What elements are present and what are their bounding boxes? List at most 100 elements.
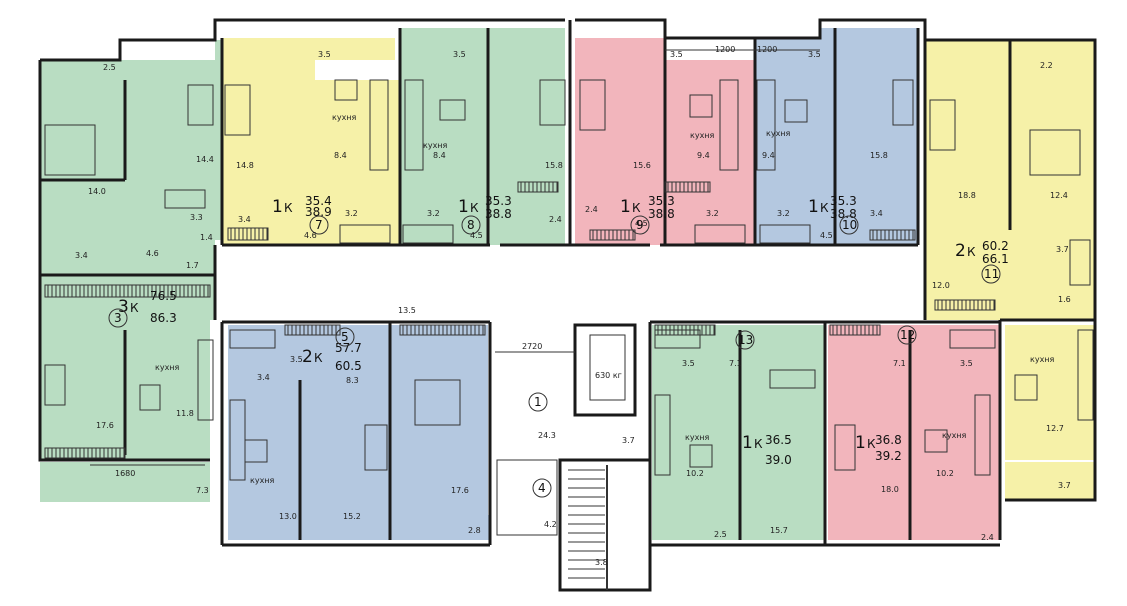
apartment-number-circle bbox=[981, 264, 1001, 284]
apartment-type: 1 bbox=[272, 197, 283, 217]
room-area: 3.2 bbox=[777, 209, 790, 218]
apartment-area-total: 38.8 bbox=[648, 207, 675, 221]
zone-apt-5[interactable] bbox=[228, 325, 488, 540]
dim-1680: 1680 bbox=[115, 469, 135, 478]
room-area: 3.5 bbox=[960, 359, 973, 368]
room-area: 3.5 bbox=[808, 50, 821, 59]
room-area: 3.7 bbox=[1056, 245, 1069, 254]
room-area: 8.4 bbox=[334, 151, 347, 160]
apartment-area-living: 35.3 bbox=[830, 194, 857, 208]
kitchen-label: кухня bbox=[766, 129, 791, 138]
room-area: 15.8 bbox=[870, 151, 888, 160]
apartment-area-living: 60.2 bbox=[982, 239, 1009, 253]
room-area: 2.8 bbox=[468, 526, 481, 535]
zone-apt-8[interactable] bbox=[400, 28, 565, 245]
apartment-area-living: 36.5 bbox=[765, 433, 792, 447]
apartment-area-living: 35.3 bbox=[485, 194, 512, 208]
room-area: 3.5 bbox=[318, 50, 331, 59]
room-area: 11.8 bbox=[176, 409, 194, 418]
room-area: 10.2 bbox=[686, 469, 704, 478]
apartment-area-total: 38.9 bbox=[305, 205, 332, 219]
elevator-car bbox=[589, 334, 626, 401]
apartment-area-total: 66.1 bbox=[982, 252, 1009, 266]
room-area: 3.4 bbox=[870, 209, 883, 218]
room-area: 2.2 bbox=[1040, 61, 1053, 70]
balcony-apt-3-bottom bbox=[40, 462, 210, 502]
room-area: 18.8 bbox=[958, 191, 976, 200]
dimension-lines: 1200 1200 2720 1680 bbox=[90, 45, 820, 478]
room-area: 3.2 bbox=[345, 209, 358, 218]
apartment-number-circle bbox=[309, 215, 329, 235]
apartment-type: 1 bbox=[808, 197, 819, 217]
apartment-number-circle bbox=[897, 325, 917, 345]
kitchen-label: кухня bbox=[332, 113, 357, 122]
kitchen-label: кухня bbox=[250, 476, 275, 485]
kitchen-label: кухня bbox=[942, 431, 967, 440]
apartment-k-label: К bbox=[284, 201, 293, 215]
room-area: 3.5 bbox=[670, 50, 683, 59]
apartment-type: 3 bbox=[118, 297, 129, 317]
room-area: 7.3 bbox=[196, 486, 209, 495]
apartment-k-label: К bbox=[470, 201, 479, 215]
apartment-number: 7 bbox=[315, 218, 323, 232]
kitchen-label: кухня bbox=[1030, 355, 1055, 364]
room-area: 1.7 bbox=[186, 261, 199, 270]
room-area: 15.2 bbox=[343, 512, 361, 521]
dim-1200-b: 1200 bbox=[757, 45, 777, 54]
zone-apt-7[interactable] bbox=[222, 38, 400, 245]
apartment-type: 1 bbox=[620, 197, 631, 217]
apartment-area-total: 39.0 bbox=[765, 453, 792, 467]
room-area: 9.4 bbox=[697, 151, 710, 160]
room-area: 3.7 bbox=[1058, 481, 1071, 490]
room-area: 3.7 bbox=[622, 436, 635, 445]
apartment-number: 3 bbox=[114, 311, 122, 325]
room-area: 14.4 bbox=[196, 155, 214, 164]
zone-apt-3[interactable] bbox=[40, 40, 222, 460]
room-area: 4.6 bbox=[146, 249, 159, 258]
apartment-area-living: 76.5 bbox=[150, 289, 177, 303]
apartment-area-total: 86.3 bbox=[150, 311, 177, 325]
room-area: 13.5 bbox=[398, 306, 416, 315]
zone-apt-12[interactable] bbox=[828, 325, 1000, 540]
apartment-number-circle bbox=[335, 327, 355, 347]
apartment-type: 1 bbox=[458, 197, 469, 217]
room-area: 1.4 bbox=[200, 233, 213, 242]
room-area: 3.4 bbox=[238, 215, 251, 224]
room-area: 17.6 bbox=[451, 486, 469, 495]
stair-number: 4 bbox=[538, 481, 546, 495]
apartment-area-living: 57.7 bbox=[335, 341, 362, 355]
apartment-number: 5 bbox=[341, 330, 349, 344]
room-area: 9.4 bbox=[762, 151, 775, 160]
apartment-area-total: 39.2 bbox=[875, 449, 902, 463]
room-area-labels: 2.514.414.03.31.44.61.73.417.611.87.33.5… bbox=[75, 50, 1071, 567]
room-area: 1.6 bbox=[1058, 295, 1071, 304]
balcony-apt-11-bottom bbox=[1005, 462, 1095, 500]
room-area: 17.6 bbox=[96, 421, 114, 430]
apartment-k-label: К bbox=[967, 245, 976, 259]
room-area: 14.0 bbox=[88, 187, 106, 196]
room-area: 2.5 bbox=[103, 63, 116, 72]
bed-apt5 bbox=[414, 379, 461, 426]
dim-2720: 2720 bbox=[522, 342, 542, 351]
apartment-number: 13 bbox=[738, 333, 753, 347]
apartment-number-circle bbox=[461, 215, 481, 235]
zone-apt-11-kitchen bbox=[1005, 325, 1095, 460]
apartment-k-label: К bbox=[820, 201, 829, 215]
apartment-number: 9 bbox=[636, 218, 644, 232]
room-area: 12.0 bbox=[932, 281, 950, 290]
apartment-number: 12 bbox=[900, 328, 915, 342]
apartment-area-living: 35.3 bbox=[648, 194, 675, 208]
apartment-k-label: К bbox=[314, 351, 323, 365]
room-area: 3.2 bbox=[706, 209, 719, 218]
apartment-type: 2 bbox=[955, 241, 966, 261]
apartment-area-total: 60.5 bbox=[335, 359, 362, 373]
apartment-type: 2 bbox=[302, 347, 313, 367]
dim-1200-a: 1200 bbox=[715, 45, 735, 54]
bed-apt3 bbox=[44, 124, 96, 176]
apartment-area-total: 38.8 bbox=[830, 207, 857, 221]
room-area: 4.5 bbox=[470, 231, 483, 240]
apartment-area-total: 38.8 bbox=[485, 207, 512, 221]
room-area: 3.5 bbox=[682, 359, 695, 368]
furniture bbox=[44, 79, 1094, 590]
